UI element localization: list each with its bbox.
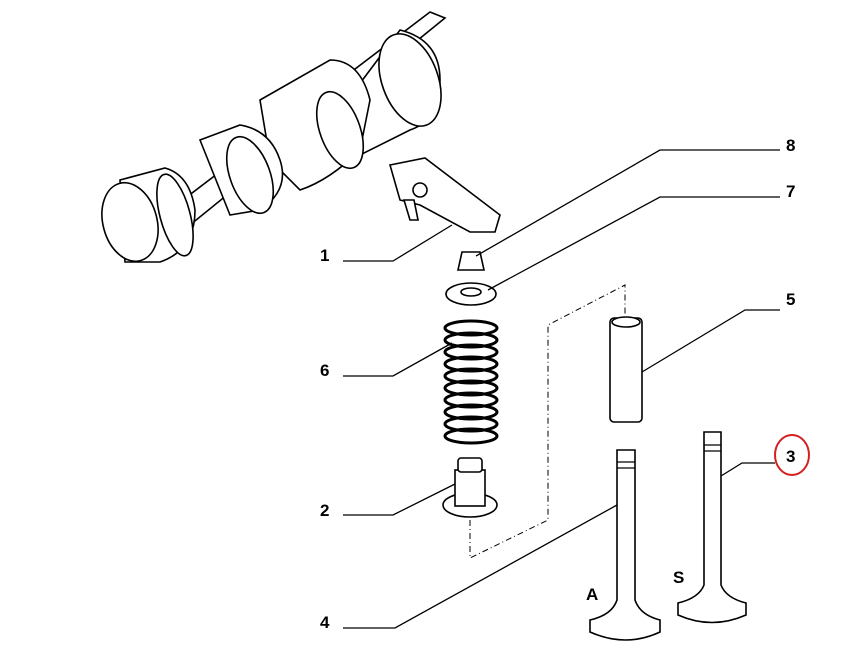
valve-label-a: A [586,585,598,604]
valve-spring [443,319,499,445]
leader-6 [343,342,453,377]
callout-7[interactable]: 7 [786,182,795,201]
assembly-line [469,284,626,559]
spring-coil [443,379,499,397]
leader-7 [487,196,780,291]
leader-1 [343,224,453,262]
valve-guide [609,316,643,423]
callout-8[interactable]: 8 [786,136,795,155]
leader-4 [343,504,618,629]
spring-coil [443,367,499,385]
spring-coil [443,355,499,373]
rocker-arm [388,157,501,233]
intake-valve [589,449,661,641]
callout-4[interactable]: 4 [320,613,330,632]
spring-coil [443,319,499,337]
leader-5 [641,309,780,373]
spring-coil [443,403,499,421]
spring-coil [443,427,499,445]
spring-retainer [445,282,497,306]
callout-3[interactable]: 3 [786,447,795,466]
leader-8 [475,149,780,257]
callout-5[interactable]: 5 [786,290,795,309]
callout-2[interactable]: 2 [320,501,329,520]
leader-2 [343,483,456,516]
leader-3 [720,462,775,477]
valve-cotter [457,251,485,271]
spring-coil [443,343,499,361]
spring-coil [443,415,499,433]
valve-label-s: S [673,568,684,587]
callout-1[interactable]: 1 [320,246,329,265]
exhaust-valve [677,431,747,624]
camshaft [101,11,447,263]
spring-coil [443,331,499,349]
callout-6[interactable]: 6 [320,361,329,380]
valve-stem-seal [442,457,498,518]
spring-coil [443,391,499,409]
highlight-circle [774,434,810,476]
